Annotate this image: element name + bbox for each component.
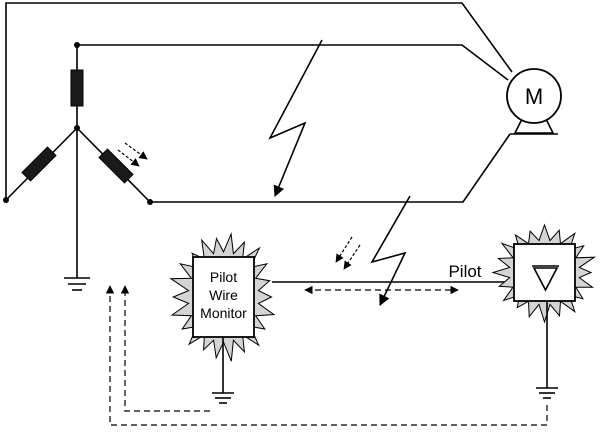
conductor-bottom-phase [150, 133, 511, 203]
monitor-label-line3: Monitor [200, 305, 247, 321]
conductor-top-phase [5, 2, 513, 200]
conductor-middle-phase [77, 44, 509, 81]
ground-icon [536, 301, 558, 399]
resistor-right [98, 148, 134, 184]
winding-resistors [21, 69, 134, 184]
monitor-label-line2: Wire [209, 287, 238, 303]
light-emission-icon [117, 142, 148, 167]
motor-circle-icon [506, 68, 562, 124]
ground-return-path-inner [120, 285, 210, 412]
wye-nodes [3, 42, 153, 205]
end-device-box [513, 243, 576, 302]
motor: M [506, 68, 562, 135]
monitor-label-line1: Pilot [210, 269, 237, 285]
fault-bolt-upper [268, 39, 323, 198]
ground-icon [64, 277, 90, 291]
light-emission-icon [335, 236, 361, 270]
pilot-wire-monitor-box [192, 256, 255, 338]
resistor-top [70, 69, 84, 107]
lightning-fault-icon [268, 39, 411, 307]
pilot-label: Pilot [448, 262, 481, 281]
ground-return-path-outer [105, 285, 548, 426]
ground-icon [212, 337, 234, 404]
fault-bolt-lower [370, 195, 411, 307]
motor-label: M [525, 84, 543, 109]
resistor-left [21, 146, 57, 182]
diode-triangle-icon [532, 265, 559, 292]
